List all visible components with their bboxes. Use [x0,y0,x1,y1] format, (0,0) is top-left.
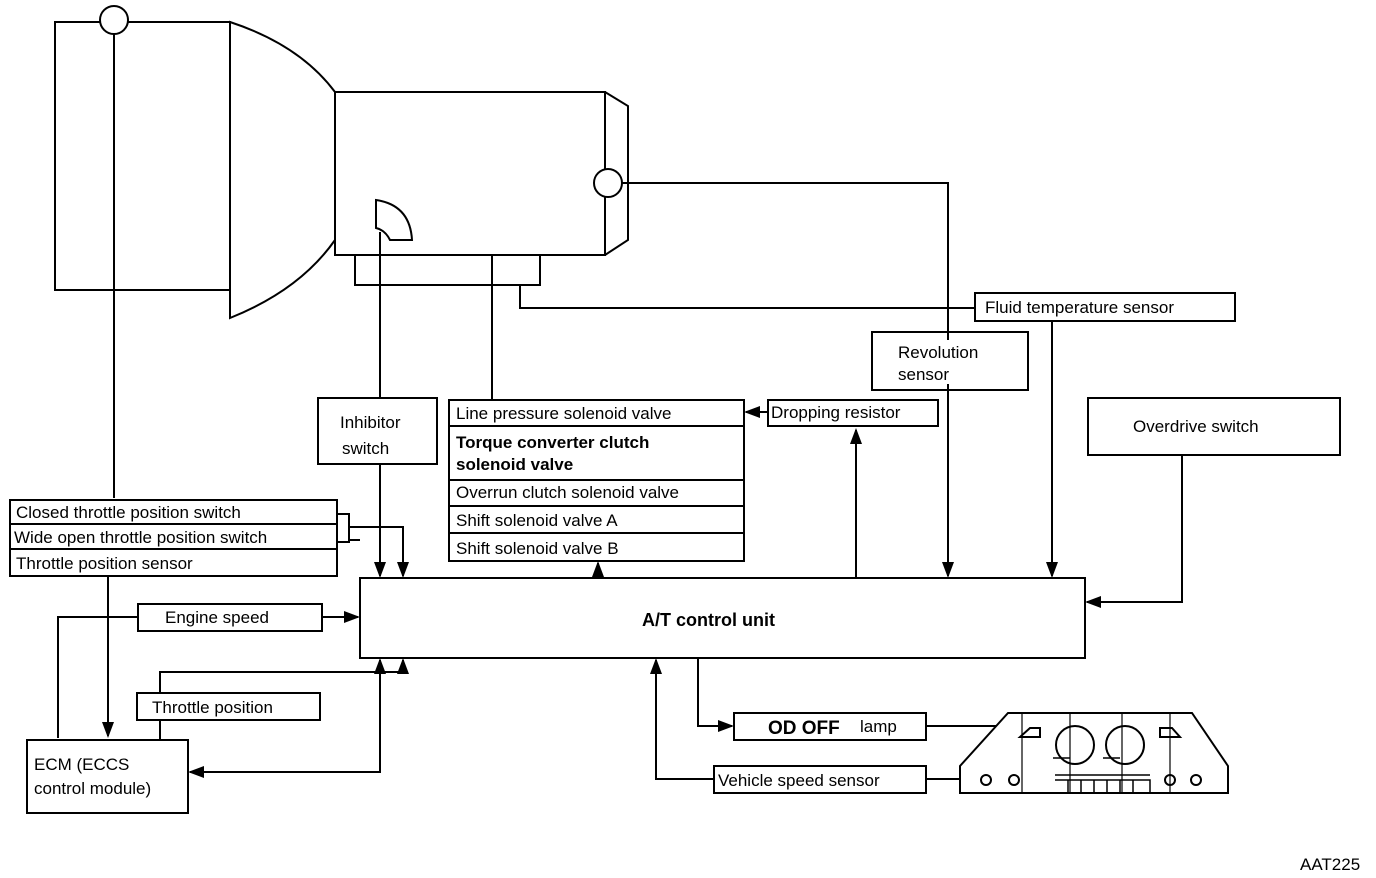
instrument-cluster-icon [959,712,1229,794]
inhibitor-label: Inhibitor [340,413,401,432]
od-off-lamp-box: OD OFF lamp [733,712,927,741]
control-module-label: control module) [34,779,151,798]
valve-body-connector [354,254,541,286]
throttle-switch-connector [336,513,350,543]
figure-code: AAT225 [1300,855,1360,874]
ecm-box: ECM (ECCS control module) [26,739,189,814]
overdrive-switch-box: Overdrive switch [1087,397,1341,456]
fluid-temperature-sensor-box: Fluid temperature sensor [974,292,1236,322]
engine-speed-box: Engine speed [137,603,323,632]
transmission-case [334,91,606,256]
sensor-label: sensor [898,365,949,384]
engine-block [54,21,231,291]
revolution-sensor-circle [593,168,623,198]
overrun-clutch-solenoid-label: Overrun clutch solenoid valve [456,483,679,502]
shift-solenoid-b-label: Shift solenoid valve B [456,539,619,558]
od-off-label: OD OFF [768,718,840,739]
shift-solenoid-a-label: Shift solenoid valve A [456,511,618,530]
closed-throttle-switch-label: Closed throttle position switch [16,503,241,522]
ecm-label: ECM (ECCS [34,755,129,774]
vehicle-speed-sensor-box: Vehicle speed sensor [713,765,927,794]
dropping-resistor-label: Dropping resistor [771,403,901,422]
solenoid-valve-label: solenoid valve [456,455,573,474]
wide-open-throttle-switch-label: Wide open throttle position switch [14,528,267,547]
inhibitor-switch-shape [375,198,414,241]
at-control-unit-label: A/T control unit [642,610,775,630]
throttle-position-label: Throttle position [152,698,273,717]
dropping-resistor-box: Dropping resistor [767,399,939,427]
switch-label: switch [342,439,389,458]
line-pressure-solenoid-label: Line pressure solenoid valve [456,404,671,423]
solenoid-valve-stack: Line pressure solenoid valve Torque conv… [448,399,745,562]
extension-housing [604,91,629,256]
engine-transmission-drawing [54,5,629,320]
lamp-label: lamp [860,717,897,736]
engine-speed-label: Engine speed [165,608,269,627]
throttle-position-sensor-label: Throttle position sensor [16,554,193,573]
vehicle-speed-sensor-label: Vehicle speed sensor [718,771,880,790]
torque-converter-housing [229,20,336,320]
throttle-sensor-circle [99,5,129,35]
revolution-sensor-box: Revolution sensor [871,331,1029,391]
torque-converter-clutch-label: Torque converter clutch [456,433,649,452]
throttle-position-box: Throttle position [136,692,321,721]
revolution-label: Revolution [898,343,978,362]
inhibitor-switch-box: Inhibitor switch [317,397,438,465]
overdrive-switch-label: Overdrive switch [1133,417,1259,436]
fluid-temperature-sensor-label: Fluid temperature sensor [985,298,1174,317]
at-control-unit-box: A/T control unit [359,577,1086,659]
throttle-sensor-group: Closed throttle position switch Wide ope… [9,499,350,577]
